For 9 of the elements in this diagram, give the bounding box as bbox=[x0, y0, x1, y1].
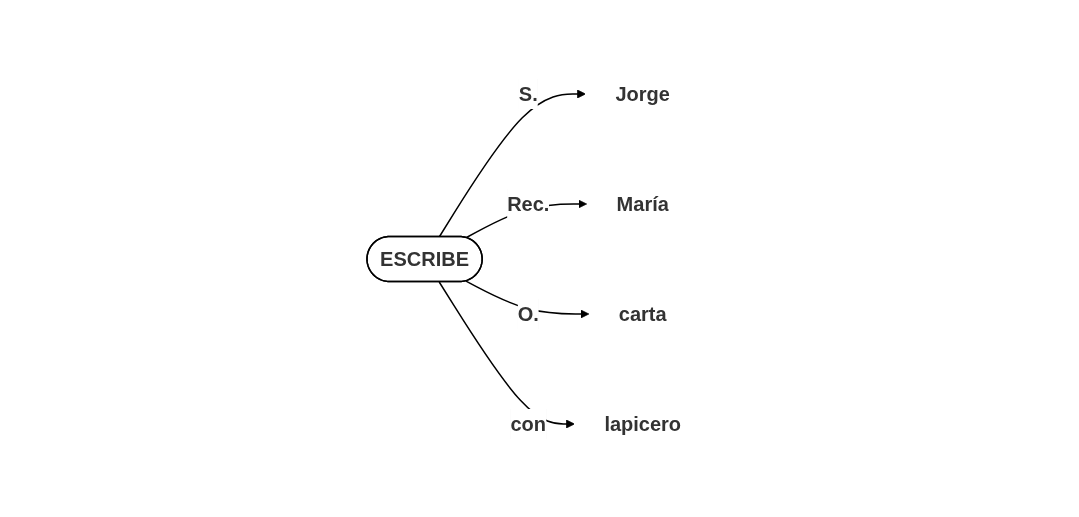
edge-label: Rec. bbox=[507, 192, 550, 215]
edge-label: O. bbox=[518, 302, 540, 325]
edge-label: con bbox=[510, 412, 547, 435]
node-text: carta bbox=[619, 302, 668, 325]
arrow bbox=[438, 280, 576, 428]
node-text: María bbox=[617, 192, 670, 215]
edge-label: S. bbox=[519, 82, 539, 105]
node-text: lapicero bbox=[604, 412, 682, 435]
node-text: Jorge bbox=[615, 82, 671, 105]
